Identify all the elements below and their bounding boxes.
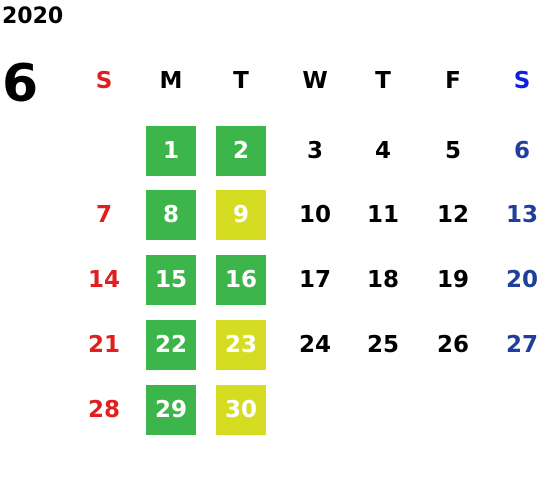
day-cell-19[interactable]: 19	[436, 267, 469, 293]
day-cell-24[interactable]: 24	[298, 332, 331, 358]
day-cell-22[interactable]: 22	[146, 320, 196, 370]
day-cell-11[interactable]: 11	[366, 202, 399, 228]
day-cell-26[interactable]: 26	[436, 332, 469, 358]
day-cell-13[interactable]: 13	[505, 202, 538, 228]
day-cell-25[interactable]: 25	[366, 332, 399, 358]
day-cell-4[interactable]: 4	[374, 138, 391, 164]
day-cell-28[interactable]: 28	[87, 397, 120, 423]
day-cell-14[interactable]: 14	[87, 267, 120, 293]
month-label: 6	[2, 54, 39, 114]
day-cell-27[interactable]: 27	[505, 332, 538, 358]
day-cell-17[interactable]: 17	[298, 267, 331, 293]
day-cell-10[interactable]: 10	[298, 202, 331, 228]
day-cell-6[interactable]: 6	[513, 138, 530, 164]
day-cell-23[interactable]: 23	[216, 320, 266, 370]
day-cell-15[interactable]: 15	[146, 255, 196, 305]
weekday-wednesday: W	[302, 68, 328, 94]
year-label: 2020	[2, 4, 64, 29]
weekday-friday: F	[445, 68, 461, 94]
weekday-tuesday: T	[233, 68, 249, 94]
day-cell-30[interactable]: 30	[216, 385, 266, 435]
weekday-sunday: S	[95, 68, 113, 94]
day-cell-2[interactable]: 2	[216, 126, 266, 176]
day-cell-16[interactable]: 16	[216, 255, 266, 305]
day-cell-20[interactable]: 20	[505, 267, 538, 293]
day-cell-1[interactable]: 1	[146, 126, 196, 176]
weekday-saturday: S	[513, 68, 531, 94]
weekday-monday: M	[159, 68, 183, 94]
day-cell-8[interactable]: 8	[146, 190, 196, 240]
day-cell-18[interactable]: 18	[366, 267, 399, 293]
day-cell-9[interactable]: 9	[216, 190, 266, 240]
day-cell-3[interactable]: 3	[306, 138, 323, 164]
day-cell-12[interactable]: 12	[436, 202, 469, 228]
weekday-thursday: T	[375, 68, 391, 94]
day-cell-21[interactable]: 21	[87, 332, 120, 358]
day-cell-7[interactable]: 7	[95, 202, 112, 228]
day-cell-29[interactable]: 29	[146, 385, 196, 435]
day-cell-5[interactable]: 5	[444, 138, 461, 164]
